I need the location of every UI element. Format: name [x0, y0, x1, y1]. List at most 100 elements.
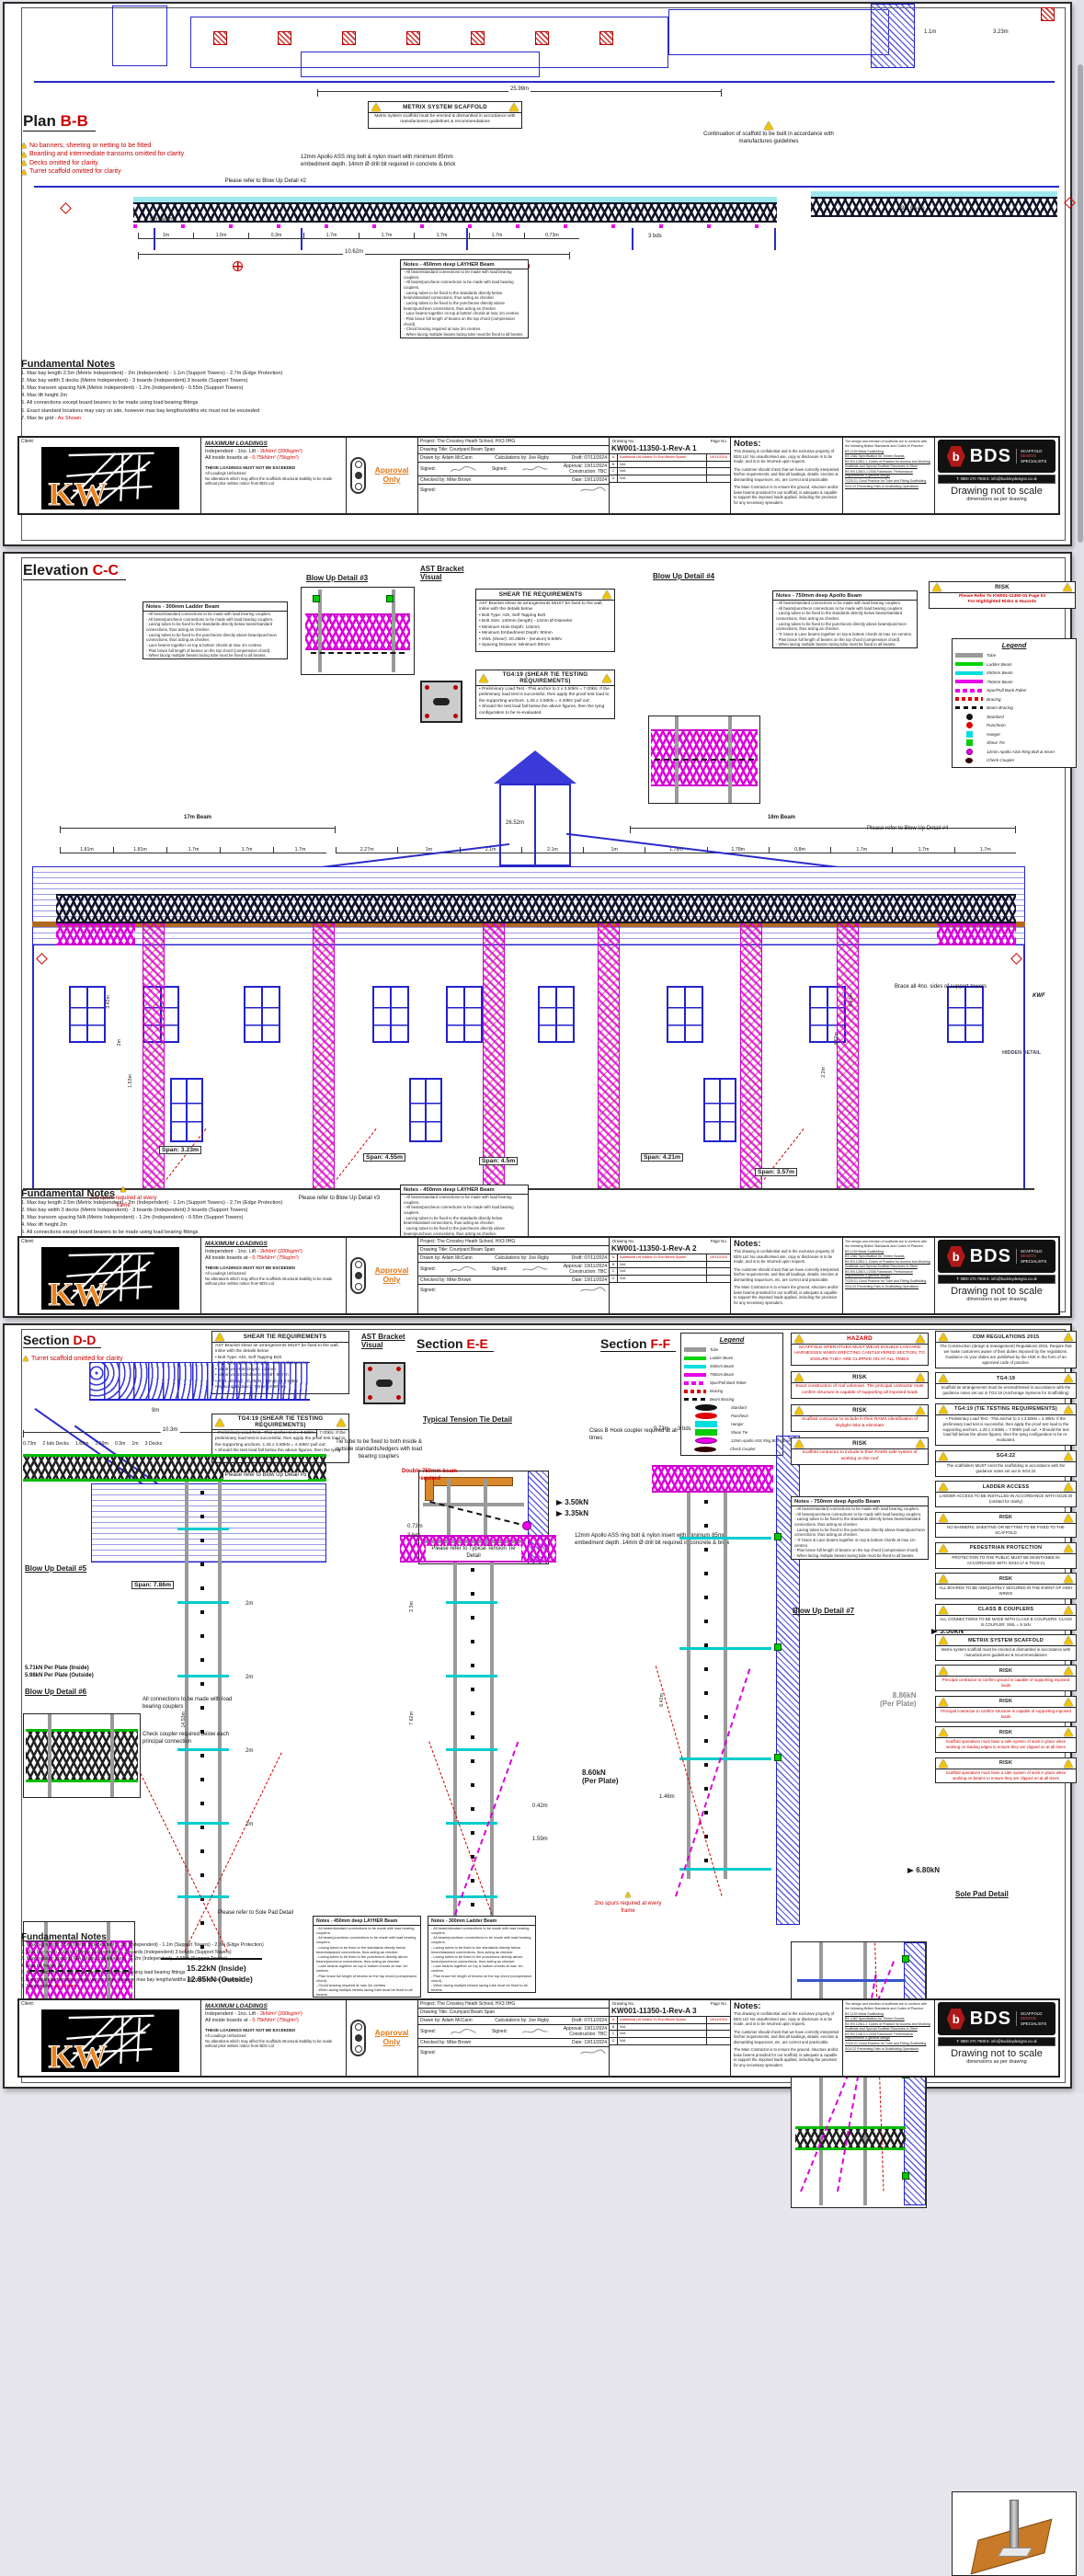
standard — [447, 1479, 451, 1562]
plan-tower — [1041, 7, 1055, 21]
legend-swatch — [694, 1413, 717, 1419]
note-line: - When lacing multiple beams lacing tube… — [794, 1553, 915, 1559]
dim-cell: 1.81m — [60, 847, 113, 853]
note-line: - All beam/standard connections to be ma… — [794, 1506, 920, 1511]
solepad-detail — [952, 2491, 1077, 2576]
shear-tie-icon — [774, 1643, 782, 1651]
beam-17m-label: 17m Beam — [184, 815, 212, 820]
legend-swatch — [965, 713, 973, 720]
dim-cell: 0.73m — [524, 233, 579, 238]
warning-triangle-icon — [794, 1334, 804, 1343]
dimension-line: 25.99m — [317, 86, 722, 97]
dim-159: 1.59m — [532, 1837, 548, 1842]
kw-logo: KW — [40, 1247, 179, 1310]
750-beam-right — [937, 923, 1016, 945]
signature — [580, 487, 606, 492]
legend-row: Check Coupler — [684, 1445, 780, 1453]
warning-triangle-icon — [1064, 1728, 1073, 1737]
red-note: No banners, sheeting or netting to be fi… — [21, 143, 184, 149]
scrollbar-track[interactable] — [1077, 0, 1084, 2094]
shear-tie-icon — [902, 1955, 909, 1963]
section-ff-title: Section F-F — [600, 1336, 677, 1352]
load-inside: 15.22kN (Inside) — [187, 1963, 246, 1973]
classb-note: Class B Hook coupler required at all tim… — [589, 1428, 678, 1441]
warning-triangle-icon — [939, 1543, 948, 1552]
dimension-line — [630, 825, 1016, 833]
dim-146: 1.46m — [659, 1794, 675, 1800]
legend-row: Check Coupler — [955, 756, 1073, 765]
bds-name: BDS — [969, 445, 1011, 466]
tie-target-icon — [233, 261, 243, 271]
warning-box: RISK Exact construction of roof unknown.… — [791, 1371, 929, 1400]
legend-swatch — [684, 1372, 706, 1377]
spur-750 — [454, 1741, 519, 1916]
dim-cell: 1.7m — [359, 233, 414, 238]
dim-total: 25.99m — [508, 86, 531, 92]
blowup5-reference: Please refer to Blow Up Detail #5 — [223, 1472, 308, 1480]
standards-intro: The design and erection of scaffolds are… — [845, 440, 928, 448]
legend-row: Shear Tie — [955, 738, 1073, 748]
warning-triangle-icon — [939, 1728, 948, 1737]
support-tower — [837, 923, 859, 1188]
warning-triangle-icon — [939, 1404, 948, 1414]
fundamental-line: 2. Max bay width 3 decks (Metrix Indepen… — [21, 378, 248, 384]
approval-cell: Approval Only — [347, 2000, 418, 2076]
notes-title: Notes - 300mm Ladder Beam — [143, 602, 287, 612]
scrollbar-thumb[interactable] — [1078, 64, 1083, 543]
legend-swatch — [955, 653, 983, 658]
project-cell: Project: The Crossley Heath School, HX3 … — [418, 438, 610, 513]
drawing-title-row: Drawing Title: Courtyard Beam Span — [418, 446, 609, 454]
notes-title: Notes: — [734, 439, 761, 449]
dim-042: 0.42m — [532, 1803, 548, 1809]
legend-row: Hanger — [684, 1420, 780, 1428]
fundamental-line: 5. All connections except board bearers … — [21, 400, 199, 406]
warning-triangle-icon — [916, 1439, 925, 1448]
fundamental-line: 2. Max bay width 3 decks (Metrix Indepen… — [21, 1949, 232, 1955]
load-860: 8.60kN(Per Plate) — [582, 1769, 619, 1785]
blowup3-detail — [301, 587, 415, 675]
bds-hex-icon: b — [946, 445, 965, 467]
window — [69, 986, 106, 1043]
plan-stair-block — [871, 4, 915, 68]
soffit-line — [34, 186, 1059, 188]
brick-wall — [91, 1483, 326, 1563]
fundamental-line: 5. All connections except board bearers … — [21, 1230, 199, 1236]
notes-cell: Notes: This drawing is confidential and … — [731, 1238, 843, 1313]
warning-box: RISK Scaffold operatives must have a saf… — [935, 1726, 1077, 1754]
beam-truss — [133, 202, 777, 223]
standard — [318, 590, 322, 672]
legend-row: Shear Tie — [684, 1428, 780, 1437]
drawing-number-cell: Drawing No.Page No. KW001-11350-1-Rev-A … — [610, 1238, 731, 1313]
section-dd-title: Section D-D — [23, 1333, 102, 1348]
approval-cell: Approval Only — [347, 438, 418, 513]
span-label: Span: 4.21m — [641, 1153, 684, 1162]
dim-1453: 14.53m — [181, 1712, 187, 1728]
plate-load-note: 5.71kN Per Plate (Inside)5.98kN Per Plat… — [25, 1666, 94, 1678]
legend-row: Tube — [684, 1345, 780, 1354]
section-dd-note: Turret scaffold omitted for clarity — [23, 1356, 123, 1362]
shear-tie-item: • Bolt Type: ADI, Self Tapping Bolt — [479, 613, 545, 618]
warning-triangle-icon — [1064, 1605, 1073, 1614]
warning-box: LADDER ACCESS LADDER ACCESS TO BE INSTAL… — [935, 1481, 1077, 1508]
warning-box: HAZARD SCAFFOLD OPERATIVES MUST WEAR DOU… — [791, 1333, 929, 1367]
warning-triangle-icon — [939, 1374, 948, 1383]
legend-row: Ladder Beam — [955, 660, 1073, 670]
legend-row: Beam Bracing — [955, 704, 1073, 713]
warning-box: PEDESTRIAN PROTECTION PROTECTION TO THE … — [935, 1541, 1077, 1569]
fundamental-line: 4. Max lift height 2m — [21, 393, 68, 399]
beam-bracing — [311, 652, 405, 654]
note-line: - All beam/puncheon connections to be ma… — [404, 1205, 514, 1216]
shear-tie-item: • Minimum Hole Depth: 115mm — [479, 624, 541, 630]
signature — [522, 465, 549, 471]
client-label: Client: — [21, 439, 35, 444]
legend: Legend Tube Ladder Beam 450mm Beam 750mm… — [680, 1333, 793, 1456]
note-line: - Lacing tubes to be fixed to the punche… — [794, 1527, 925, 1538]
arrow-icon — [931, 1628, 938, 1634]
legend-swatch — [965, 722, 973, 729]
legend-swatch — [955, 662, 983, 667]
